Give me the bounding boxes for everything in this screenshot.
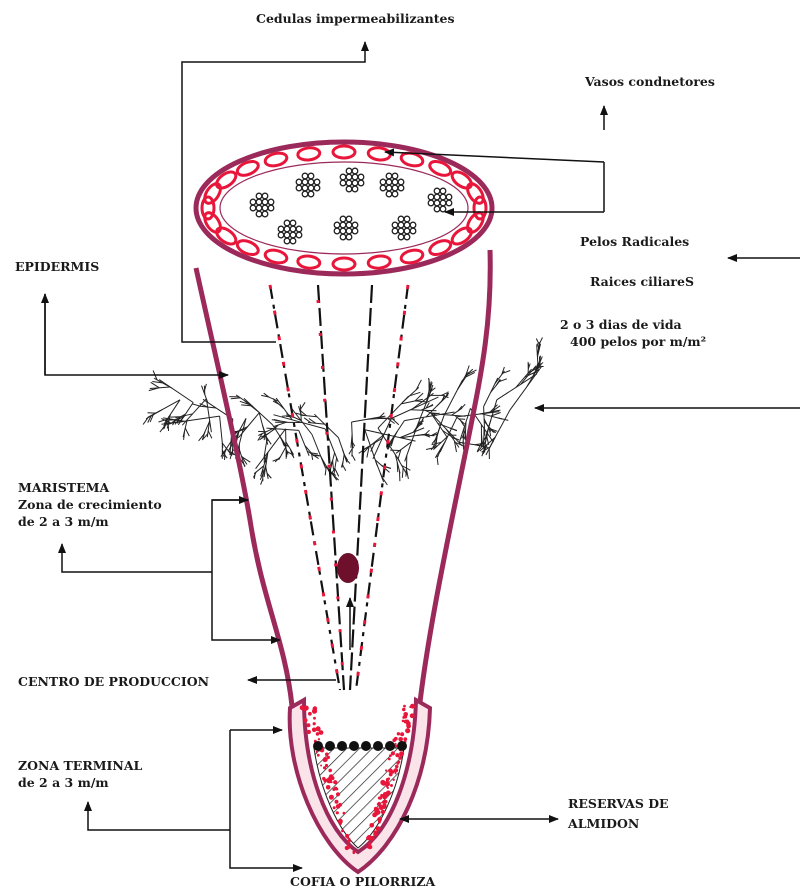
label-maristema-size: de 2 a 3 m/m: [18, 513, 109, 530]
label-raices: Raices ciliareS: [590, 273, 694, 290]
label-centro: CENTRO DE PRODUCCION: [18, 673, 209, 690]
label-dias: 2 o 3 dias de vida: [560, 316, 682, 333]
label-cedulas: Cedulas impermeabilizantes: [256, 10, 455, 27]
label-almidon: ALMIDON: [568, 815, 639, 832]
label-zona-size: de 2 a 3 m/m: [18, 774, 109, 791]
label-zona-terminal: ZONA TERMINAL: [18, 757, 142, 774]
label-pelos-radiales: Pelos Radicales: [580, 233, 689, 250]
label-pelos-mm: 400 pelos por m/m²: [570, 333, 706, 350]
label-maristema: MARISTEMA: [18, 479, 109, 496]
label-cofia: COFIA O PILORRIZA: [290, 873, 435, 890]
label-reservas: RESERVAS DE: [568, 795, 669, 812]
label-vasos: Vasos condnetores: [585, 73, 715, 90]
label-maristema-zona: Zona de crecimiento: [18, 496, 162, 513]
production-nucleus: [337, 553, 359, 583]
vascular-strands: [270, 285, 408, 690]
label-epidermis: EPIDERMIS: [15, 258, 99, 275]
root-cap: [290, 700, 430, 872]
